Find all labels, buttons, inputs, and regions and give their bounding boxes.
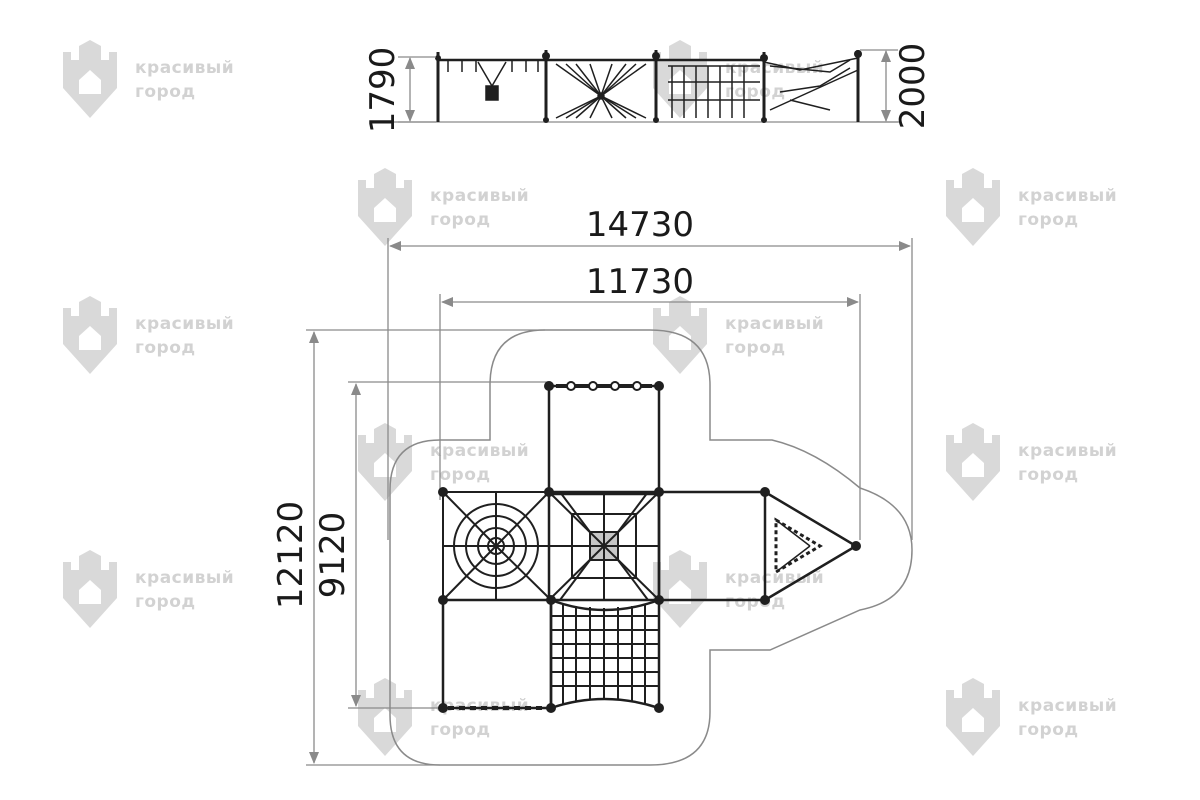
dimension-overall-depth: 12120 xyxy=(271,501,311,609)
watermark: красивый город xyxy=(350,678,560,758)
dimension-height-right: 2000 xyxy=(893,43,933,130)
watermark-text-line1: красивый xyxy=(135,568,235,588)
plan-cargo-net xyxy=(549,598,661,710)
watermark-text-line1: красивый xyxy=(1018,441,1118,461)
watermark-text-line2: город xyxy=(135,592,196,612)
watermark-text-line1: красивый xyxy=(725,58,825,78)
plan-dimensions xyxy=(306,238,913,766)
watermark-text-line2: город xyxy=(430,720,491,740)
side-elevation xyxy=(375,50,900,123)
side-posts xyxy=(436,50,860,122)
watermark: красивый город xyxy=(350,168,560,248)
watermark-text-line2: город xyxy=(135,338,196,358)
side-height-dimensions xyxy=(398,49,898,123)
castle-logo-icon xyxy=(63,40,117,118)
watermark-text-line2: город xyxy=(1018,465,1079,485)
watermark-text-line1: красивый xyxy=(430,186,530,206)
watermark-text-line2: город xyxy=(1018,210,1079,230)
dimension-frame-depth: 9120 xyxy=(313,512,353,599)
dimension-frame-width: 11730 xyxy=(586,262,694,302)
watermark: красивый город xyxy=(55,550,265,630)
castle-logo-icon xyxy=(358,168,412,246)
watermark-text-line2: город xyxy=(135,82,196,102)
watermark-text-line2: город xyxy=(430,210,491,230)
watermark-text-line1: красивый xyxy=(725,568,825,588)
watermark-text-line2: город xyxy=(725,82,786,102)
watermark: красивый город xyxy=(938,168,1148,248)
watermark: красивый город xyxy=(350,423,560,503)
dimension-overall-width: 14730 xyxy=(586,205,694,245)
watermark-text-line1: красивый xyxy=(135,58,235,78)
side-ladder xyxy=(656,58,764,118)
plan-spider-web xyxy=(442,491,552,601)
watermark: красивый город xyxy=(55,296,265,376)
side-net-bridge xyxy=(546,58,656,119)
castle-logo-icon xyxy=(946,423,1000,501)
dimension-height-left: 1790 xyxy=(363,47,403,134)
plan-triangle-frame xyxy=(764,490,859,602)
castle-logo-icon xyxy=(653,550,707,628)
castle-logo-icon xyxy=(63,296,117,374)
side-end-frame xyxy=(763,57,859,111)
plan-joints xyxy=(438,381,861,713)
watermark: красивый город xyxy=(645,40,855,120)
watermark-text-line1: красивый xyxy=(1018,696,1118,716)
watermark-text-line1: красивый xyxy=(1018,186,1118,206)
watermark-text-line2: город xyxy=(1018,720,1079,740)
plan-center-net xyxy=(547,490,661,602)
watermark-text-line1: красивый xyxy=(430,441,530,461)
castle-logo-icon xyxy=(946,678,1000,756)
castle-logo-icon xyxy=(63,550,117,628)
watermark-text-line1: красивый xyxy=(135,314,235,334)
castle-logo-icon xyxy=(358,423,412,501)
watermark-text-line2: город xyxy=(725,338,786,358)
side-joints xyxy=(435,50,862,123)
side-monkey-bars xyxy=(438,58,546,101)
watermark: красивый город xyxy=(938,423,1148,503)
safety-zone-outline xyxy=(389,329,913,766)
watermark: красивый город xyxy=(938,678,1148,758)
castle-logo-icon xyxy=(946,168,1000,246)
watermark-text-line1: красивый xyxy=(430,696,530,716)
watermark-text-line2: город xyxy=(430,465,491,485)
watermark-text-line1: красивый xyxy=(725,314,825,334)
watermark: красивый город xyxy=(55,40,265,120)
